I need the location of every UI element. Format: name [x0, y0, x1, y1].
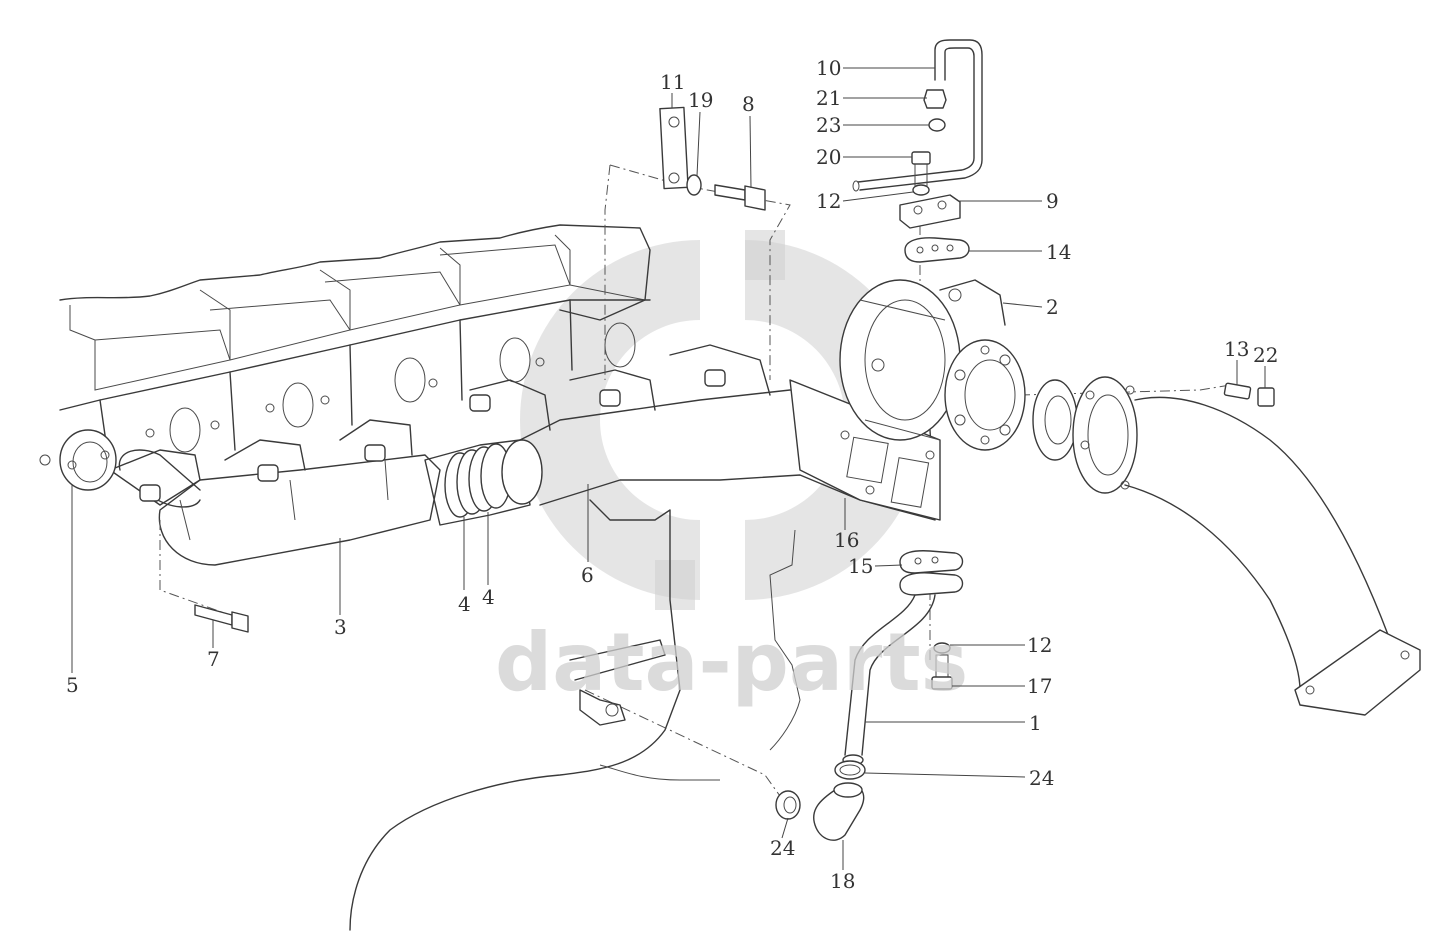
callout-5: 5 [66, 673, 79, 697]
callout-11: 11 [660, 70, 685, 94]
sealing-rings [424, 439, 543, 526]
callout-17: 17 [1027, 674, 1052, 698]
callout-12-upper: 12 [816, 189, 841, 213]
bolt-7 [194, 604, 249, 633]
leader-lines [71, 67, 1266, 870]
cylinder-head [59, 224, 651, 471]
callout-4-left: 4 [458, 592, 471, 616]
turbocharger [839, 279, 1078, 461]
callout-6: 6 [581, 563, 594, 587]
callout-8: 8 [742, 92, 755, 116]
callout-18: 18 [830, 869, 855, 893]
callout-21: 21 [816, 86, 841, 110]
engine-block-lower [349, 499, 801, 931]
callout-9: 9 [1046, 189, 1059, 213]
callout-3: 3 [334, 615, 347, 639]
callout-12-lower: 12 [1027, 633, 1052, 657]
bracket-bolt-assembly [659, 106, 766, 211]
callout-22: 22 [1253, 343, 1278, 367]
callout-16: 16 [834, 528, 859, 552]
watermark-text: data-parts [495, 616, 968, 709]
exhaust-manifold-front [39, 419, 441, 566]
stud-13-nut-22 [1223, 382, 1275, 407]
callout-13: 13 [1224, 337, 1249, 361]
callout-19: 19 [688, 88, 713, 112]
callout-15: 15 [848, 554, 873, 578]
callout-14: 14 [1046, 240, 1071, 264]
callout-20: 20 [816, 145, 841, 169]
callout-7: 7 [207, 647, 220, 671]
callout-10: 10 [816, 56, 841, 80]
oil-return-assembly [775, 550, 964, 841]
callout-24-left: 24 [770, 836, 795, 860]
callout-2: 2 [1046, 295, 1059, 319]
callout-4-right: 4 [482, 585, 495, 609]
callout-1: 1 [1029, 711, 1042, 735]
callout-23: 23 [816, 113, 841, 137]
callout-labels: 10 21 23 20 12 9 14 2 11 19 8 13 22 16 1… [66, 56, 1278, 893]
callout-24-right: 24 [1029, 766, 1054, 790]
oil-feed-pipe [852, 39, 983, 263]
exhaust-elbow-pipe [1072, 376, 1421, 716]
